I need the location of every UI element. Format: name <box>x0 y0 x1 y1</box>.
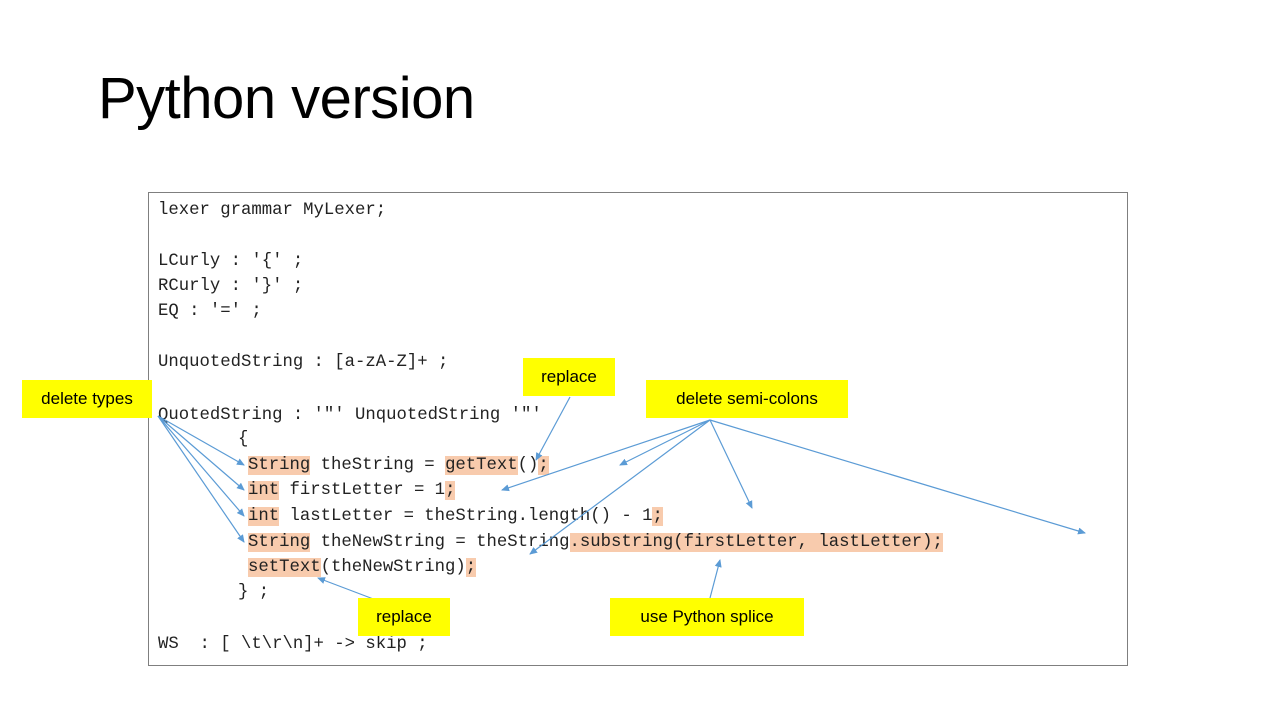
highlight-settext: setText <box>248 558 321 577</box>
highlight-semicolon: ; <box>538 456 549 475</box>
code-line-int-lastletter: int lastLetter = theString.length() - 1; <box>248 507 663 527</box>
highlight-semicolon: ; <box>932 533 943 552</box>
callout-delete-types: delete types <box>22 380 152 418</box>
callout-replace-bottom: replace <box>358 598 450 636</box>
highlight-substring: .substring(firstLetter, lastLetter) <box>569 533 933 552</box>
slide-title: Python version <box>98 66 475 131</box>
code-text: () <box>517 456 539 475</box>
highlight-type-string: String <box>248 456 311 475</box>
highlight-type-string: String <box>248 533 311 552</box>
code-line-string-thestring: String theString = getText(); <box>248 456 549 476</box>
highlight-type-int: int <box>248 481 280 500</box>
code-line-open-brace: { <box>238 430 249 449</box>
callout-replace-top: replace <box>523 358 615 396</box>
code-line-int-firstletter: int firstLetter = 1; <box>248 481 456 501</box>
code-line-lexer-grammar: lexer grammar MyLexer; <box>158 201 387 220</box>
code-line-rcurly: RCurly : '}' ; <box>158 277 304 296</box>
code-line-string-thenewstring: String theNewString = theString.substrin… <box>248 533 943 553</box>
code-line-close-brace: } ; <box>238 583 270 602</box>
code-text: theString = <box>310 456 446 475</box>
highlight-type-int: int <box>248 507 280 526</box>
highlight-gettext: getText <box>445 456 518 475</box>
code-text: lastLetter = theString.length() - 1 <box>279 507 653 526</box>
code-line-eq: EQ : '=' ; <box>158 302 262 321</box>
code-line-lcurly: LCurly : '{' ; <box>158 252 304 271</box>
code-text: (theNewString) <box>320 558 466 577</box>
callout-use-python-splice: use Python splice <box>610 598 804 636</box>
callout-delete-semicolons: delete semi-colons <box>646 380 848 418</box>
highlight-semicolon: ; <box>445 481 456 500</box>
code-line-quoted-string: QuotedString : '"' UnquotedString '"' <box>158 406 542 425</box>
highlight-semicolon: ; <box>652 507 663 526</box>
code-text: theNewString = theString <box>310 533 570 552</box>
code-text: firstLetter = 1 <box>279 481 446 500</box>
code-line-ws: WS : [ \t\r\n]+ -> skip ; <box>158 635 428 654</box>
code-line-unquoted-string: UnquotedString : [a-zA-Z]+ ; <box>158 353 449 372</box>
code-line-settext: setText(theNewString); <box>248 558 477 578</box>
highlight-semicolon: ; <box>465 558 477 577</box>
